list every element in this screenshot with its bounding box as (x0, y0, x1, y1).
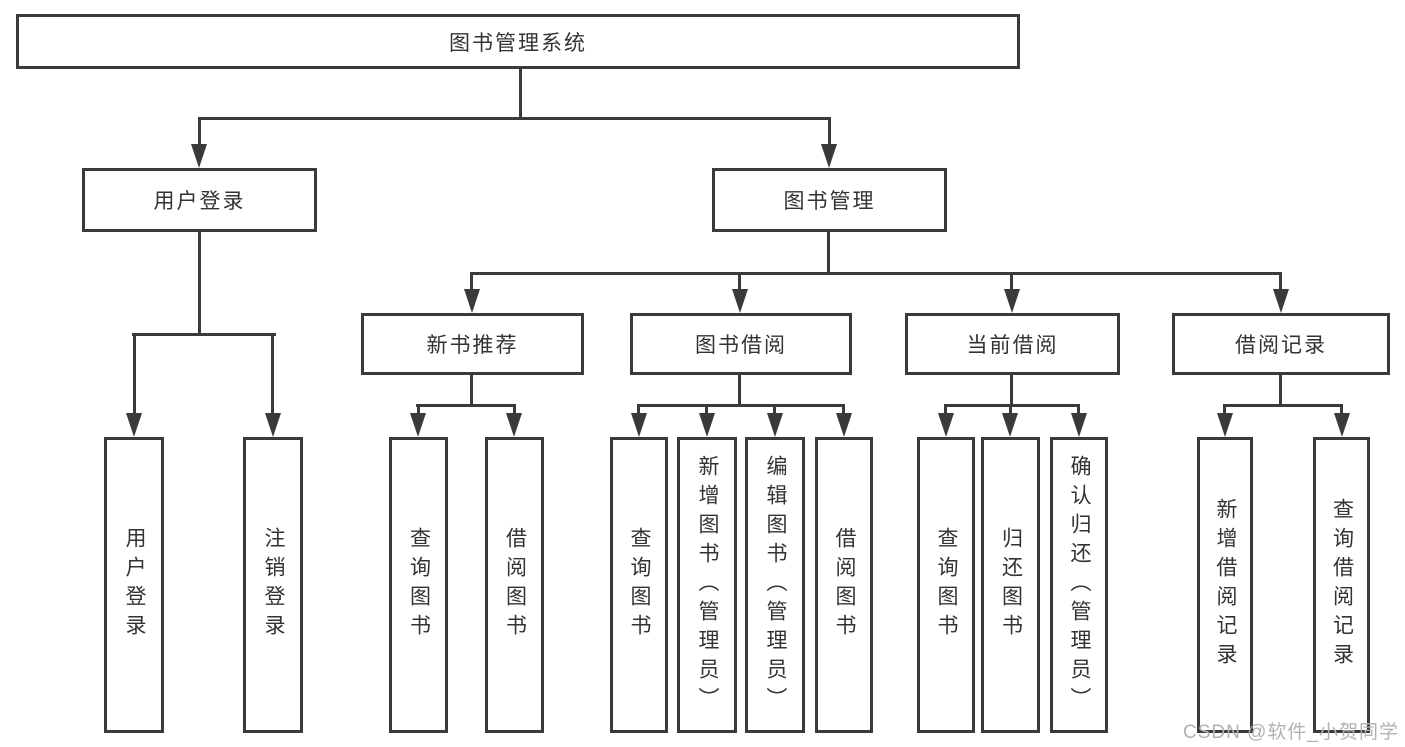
leaf-confirm-return-admin: 确认归还（管理员） (1050, 437, 1108, 733)
connector-line (1010, 272, 1013, 292)
connector-line (470, 272, 473, 292)
connector-line (637, 404, 845, 407)
connector-line (738, 272, 741, 292)
arrowhead-icon (1071, 413, 1087, 437)
leaf-add-borrow-record: 新增借阅记录 (1197, 437, 1253, 733)
connector-line (1279, 272, 1282, 292)
connector-line (513, 404, 516, 416)
arrowhead-icon (1217, 413, 1233, 437)
connector-line (944, 404, 1080, 407)
connector-line (944, 404, 947, 416)
leaf-query-borrow-record: 查询借阅记录 (1313, 437, 1370, 733)
connector-line (416, 404, 516, 407)
leaf-query-books-current: 查询图书 (917, 437, 975, 733)
leaf-label: 注销登录 (262, 527, 285, 643)
arrowhead-icon (1004, 289, 1020, 313)
connector-line (519, 68, 522, 119)
arrowhead-icon (1002, 413, 1018, 437)
connector-line (1010, 375, 1013, 406)
connector-line (738, 375, 741, 406)
connector-line (828, 117, 831, 147)
connector-line (1340, 404, 1343, 416)
leaf-label: 确认归还（管理员） (1068, 454, 1091, 716)
arrowhead-icon (464, 289, 480, 313)
connector-line (198, 117, 201, 147)
csdn-watermark: CSDN @软件_小贺同学 (1183, 722, 1399, 743)
leaf-query-books-recommend: 查询图书 (389, 437, 448, 733)
arrowhead-icon (767, 413, 783, 437)
leaf-label: 编辑图书（管理员） (764, 454, 787, 716)
arrowhead-icon (126, 413, 142, 437)
leaf-add-book-admin: 新增图书（管理员） (677, 437, 737, 733)
connector-line (1223, 404, 1226, 416)
connector-line (827, 232, 830, 274)
leaf-query-books-borrowing: 查询图书 (610, 437, 668, 733)
arrowhead-icon (821, 144, 837, 168)
node-book-management: 图书管理 (712, 168, 947, 232)
leaf-label: 新增图书（管理员） (696, 454, 719, 716)
arrowhead-icon (631, 413, 647, 437)
connector-line (470, 375, 473, 406)
connector-line (1279, 375, 1282, 406)
leaf-edit-book-admin: 编辑图书（管理员） (745, 437, 805, 733)
leaf-label: 借阅图书 (503, 527, 527, 643)
connector-line (842, 404, 845, 416)
node-current-borrowing: 当前借阅 (905, 313, 1120, 375)
arrowhead-icon (410, 413, 426, 437)
connector-line (1077, 404, 1080, 416)
connector-line (198, 117, 831, 120)
node-borrowing-records: 借阅记录 (1172, 313, 1390, 375)
arrowhead-icon (265, 413, 281, 437)
arrowhead-icon (938, 413, 954, 437)
leaf-user-login: 用户登录 (104, 437, 164, 733)
arrowhead-icon (836, 413, 852, 437)
node-root: 图书管理系统 (16, 14, 1020, 69)
leaf-label: 查询图书 (407, 527, 431, 643)
arrowhead-icon (732, 289, 748, 313)
leaf-label: 查询图书 (628, 527, 651, 643)
connector-line (773, 404, 776, 416)
leaf-label: 借阅图书 (833, 527, 856, 643)
connector-line (637, 404, 640, 416)
connector-line (198, 232, 201, 336)
node-new-book-recommend: 新书推荐 (361, 313, 584, 375)
leaf-return-books: 归还图书 (981, 437, 1040, 733)
connector-line (417, 404, 420, 416)
leaf-label: 新增借阅记录 (1214, 498, 1237, 672)
leaf-label: 归还图书 (999, 527, 1023, 643)
leaf-borrow-books-borrowing: 借阅图书 (815, 437, 873, 733)
leaf-label: 用户登录 (123, 527, 146, 643)
node-user-login: 用户登录 (82, 168, 317, 232)
node-book-borrowing: 图书借阅 (630, 313, 852, 375)
arrowhead-icon (1273, 289, 1289, 313)
leaf-borrow-books-recommend: 借阅图书 (485, 437, 544, 733)
arrowhead-icon (699, 413, 715, 437)
connector-line (271, 333, 274, 415)
connector-line (470, 272, 1282, 275)
leaf-label: 查询图书 (935, 527, 958, 643)
connector-line (133, 333, 136, 415)
connector-line (1223, 404, 1343, 407)
connector-line (1009, 404, 1012, 416)
leaf-label: 查询借阅记录 (1330, 498, 1354, 672)
arrowhead-icon (191, 144, 207, 168)
leaf-logout: 注销登录 (243, 437, 303, 733)
connector-line (705, 404, 708, 416)
arrowhead-icon (506, 413, 522, 437)
arrowhead-icon (1334, 413, 1350, 437)
connector-line (132, 333, 276, 336)
